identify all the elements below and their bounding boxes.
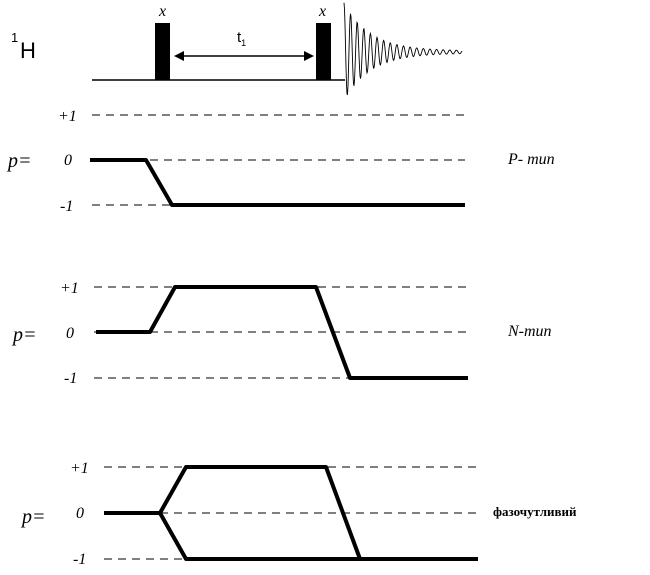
level-zero-label: 0 [64,152,72,169]
level-minus1-label: -1 [60,198,73,215]
level-minus1-label: -1 [73,551,86,568]
pulse-1-phase: x [158,3,166,20]
level-plus1-label: +1 [70,460,89,477]
level-zero-label: 0 [66,325,74,342]
fid-signal [343,2,463,96]
pulse-sequence: 1 H x x t1 [11,2,463,96]
delay-arrow [174,51,314,61]
coherence-path-upper [104,465,478,561]
level-zero-label: 0 [76,505,84,522]
p-label: p= [20,506,46,528]
delay-label: t1 [237,29,246,48]
level-minus1-label: -1 [64,370,77,387]
pulse-1 [155,23,170,80]
coherence-path [96,285,468,380]
nucleus-label: H [20,38,36,63]
level-plus1-label: +1 [60,280,79,297]
coherence-path [90,158,465,207]
type-label: P- тип [507,151,555,168]
level-plus1-label: +1 [58,108,77,125]
pulse-2 [316,23,331,80]
pathway-n-type: +1 0 -1 p= N-тип [11,280,552,387]
type-label: N-тип [507,323,552,340]
coherence-path-lower [158,512,360,561]
pathway-phase-sensitive: +1 0 -1 p= фазочутливий [20,460,577,568]
pulse-2-phase: x [318,3,326,20]
p-label: p= [6,150,32,172]
type-label: фазочутливий [493,504,577,519]
nucleus-superscript: 1 [11,30,18,45]
pathway-p-type: +1 0 -1 p= P- тип [6,108,555,215]
p-label: p= [11,324,37,346]
